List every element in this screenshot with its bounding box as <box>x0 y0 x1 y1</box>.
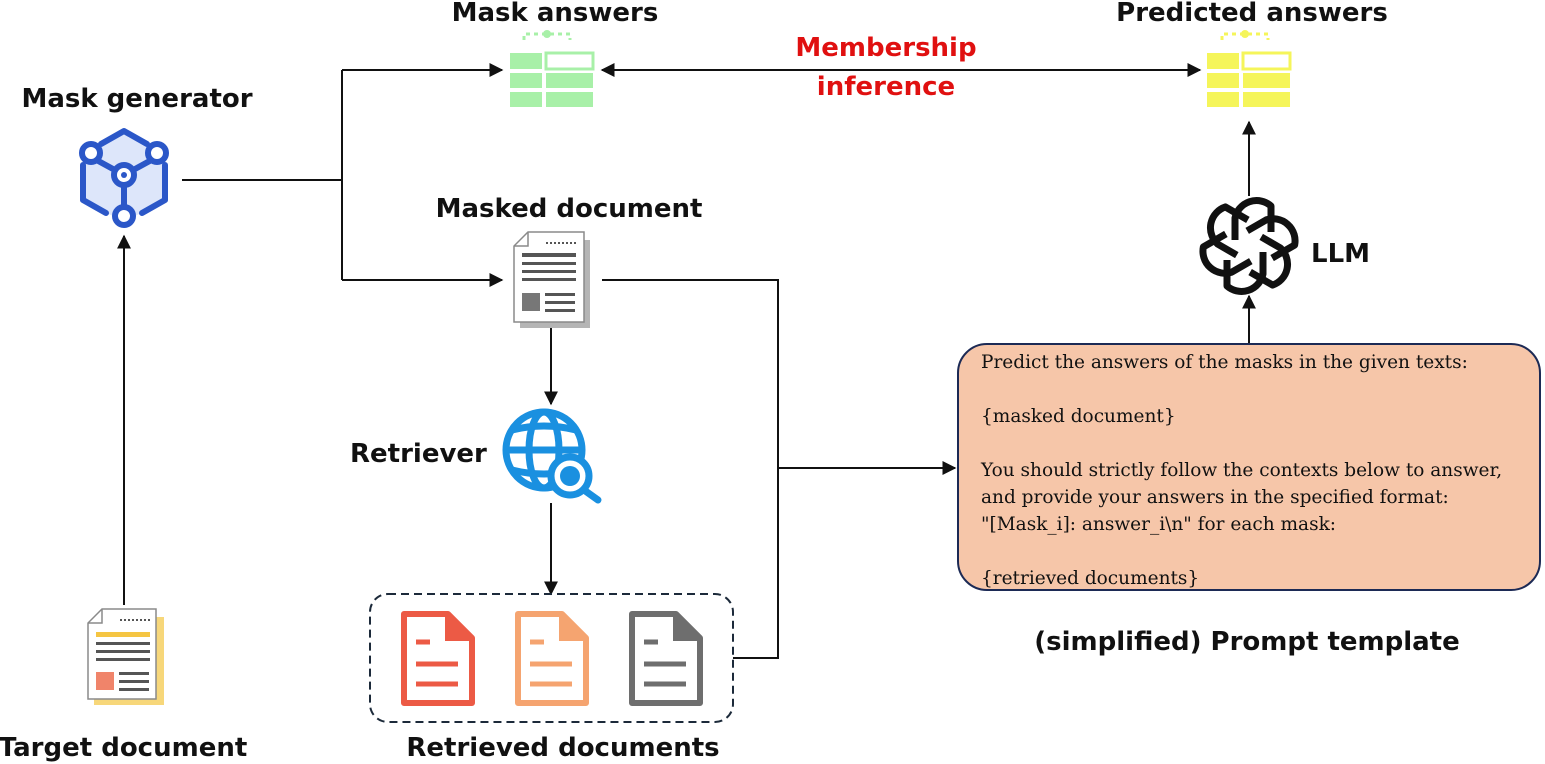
prompt-line-format: and provide your answers in the specifie… <box>981 487 1449 508</box>
retrieved-doc-red-icon <box>401 611 475 706</box>
connectors <box>117 63 1256 659</box>
mask-answers-icon <box>510 30 595 107</box>
membership-inference-label-line2: inference <box>816 72 956 102</box>
prompt-template-label: (simplified) Prompt template <box>1034 627 1460 657</box>
predicted-answers-label: Predicted answers <box>1116 0 1388 28</box>
masked-document-icon <box>513 231 590 328</box>
prompt-line-follow-contexts: You should strictly follow the contexts … <box>981 460 1503 481</box>
prompt-template-box: Predict the answers of the masks in the … <box>957 343 1541 591</box>
retrieved-doc-orange-icon <box>515 611 589 706</box>
line-retrieved-to-right <box>733 468 779 659</box>
mask-generator-label: Mask generator <box>21 84 253 114</box>
llm-label: LLM <box>1311 239 1371 269</box>
prompt-line-instruction: Predict the answers of the masks in the … <box>981 352 1468 373</box>
prompt-line-retrieved-documents: {retrieved documents} <box>981 568 1200 589</box>
target-document-label: Target document <box>0 733 248 763</box>
retrieved-doc-gray-icon <box>629 611 703 706</box>
membership-inference-label-line1: Membership <box>795 33 977 63</box>
mask-answers-label: Mask answers <box>451 0 659 28</box>
llm-logo-icon <box>1199 197 1300 292</box>
retriever-label: Retriever <box>350 439 487 469</box>
prompt-line-masked-document: {masked document} <box>981 406 1176 427</box>
masked-document-label: Masked document <box>435 194 703 224</box>
prompt-line-mask-format: "[Mask_i]: answer_i\n" for each mask: <box>981 514 1337 535</box>
mask-generator-icon <box>79 128 169 228</box>
retrieved-documents-label: Retrieved documents <box>406 733 720 763</box>
retrieved-documents-group <box>369 593 734 723</box>
retriever-globe-search-icon <box>502 408 602 504</box>
line-doc-to-right <box>602 279 779 468</box>
target-document-icon <box>87 608 164 705</box>
predicted-answers-icon <box>1207 30 1292 107</box>
